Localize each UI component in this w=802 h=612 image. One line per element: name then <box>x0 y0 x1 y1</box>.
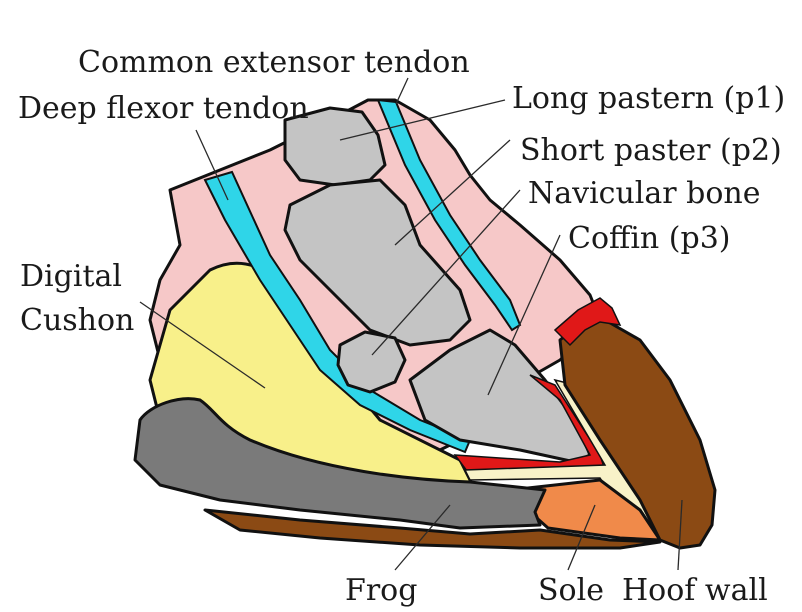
label-sole: Sole <box>538 573 604 608</box>
leader-common-extensor <box>396 78 408 104</box>
label-common-extensor-tendon: Common extensor tendon <box>78 45 470 80</box>
navicular-bone <box>338 332 405 392</box>
label-navicular-bone: Navicular bone <box>528 176 761 211</box>
label-digital-cushion-2: Cushon <box>20 303 134 338</box>
label-digital-cushion-1: Digital <box>20 259 122 294</box>
label-deep-flexor-tendon: Deep flexor tendon <box>18 91 309 126</box>
label-coffin: Coffin (p3) <box>568 221 730 256</box>
label-frog: Frog <box>345 573 417 608</box>
label-hoof-wall: Hoof wall <box>622 573 768 608</box>
label-short-pastern: Short paster (p2) <box>520 133 782 168</box>
label-long-pastern: Long pastern (p1) <box>512 81 785 116</box>
